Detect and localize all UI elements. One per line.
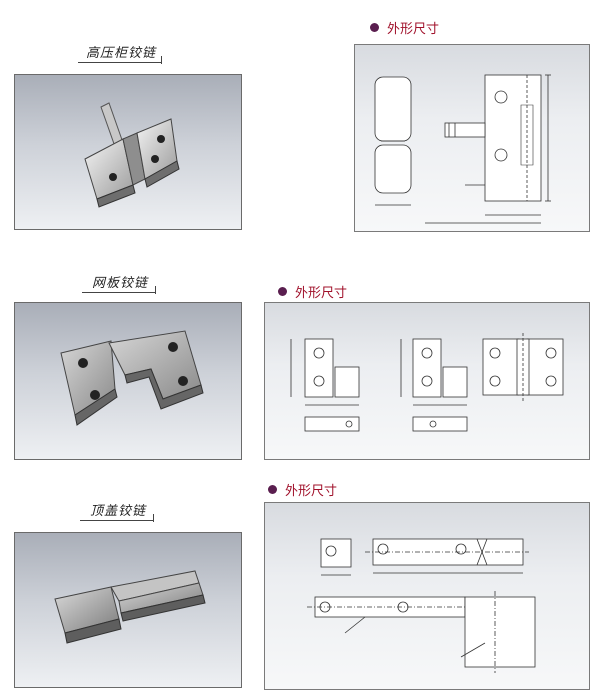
section-3-title-tick [153,514,154,522]
section-2-photo [14,302,242,460]
section-3-photo [14,532,242,688]
section-2-dim-text: 外形尺寸 [295,286,348,301]
section-2-title-underline [82,292,156,293]
section-3-dimension-drawing [307,538,536,673]
section-1-title-underline [78,62,162,63]
section-2-dim-label: 外形尺寸 [278,282,347,301]
section-3-title-underline [80,520,154,521]
section-3-drawing [264,502,590,690]
section-1-dim-label: 外形尺寸 [370,18,439,37]
high-voltage-hinge-image [84,102,180,208]
section-3-dim-label: 外形尺寸 [268,480,337,499]
section-2-title: 网板铰链 [92,276,149,291]
section-2-title-tick [155,286,156,294]
section-1-dimension-drawing [374,74,551,224]
section-1-title: 高压柜铰链 [86,46,157,61]
section-1-drawing [354,44,590,232]
section-1-title-tick [161,56,162,64]
section-3-dim-text: 外形尺寸 [285,484,338,499]
section-1-dim-text: 外形尺寸 [387,22,440,37]
section-1-photo [14,74,242,230]
section-3-title: 顶盖铰链 [90,504,147,519]
section-1-bullet-icon [370,23,379,32]
section-2-dimension-drawing [290,333,564,432]
section-3-bullet-icon [268,485,277,494]
section-2-bullet-icon [278,287,287,296]
top-cover-hinge-image [54,570,206,644]
mesh-plate-hinge-image [60,330,204,426]
section-2-drawing [264,302,590,460]
